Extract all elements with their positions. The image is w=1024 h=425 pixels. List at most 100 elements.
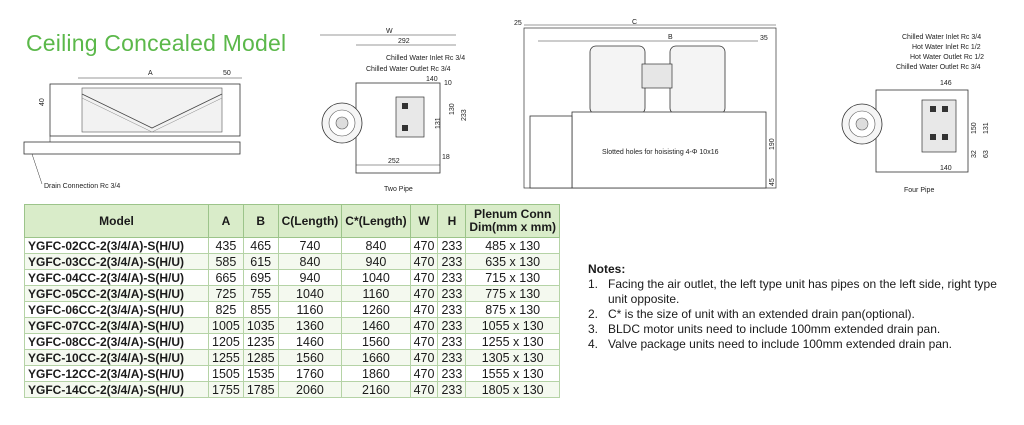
- dim-140-label: 140: [426, 76, 438, 83]
- cell-model: YGFC-02CC-2(3/4/A)-S(H/U): [24, 237, 209, 254]
- cell-c: 1360: [277, 317, 343, 334]
- note-item: 4.Valve package units need to include 10…: [588, 337, 1008, 352]
- cell-b: 1785: [242, 381, 279, 398]
- note-item: 1. Facing the air outlet, the left type u…: [588, 277, 1008, 307]
- top-view-drawing: 25 C B 35 Slotted holes for hoisisting 4…: [514, 19, 777, 189]
- cell-cstar: 1040: [341, 269, 411, 286]
- cell-b: 1285: [242, 349, 279, 366]
- header-plenum-line2: Dim(mm x mm): [469, 220, 557, 234]
- cell-plenum: 635 x 130: [465, 253, 561, 270]
- cell-a: 665: [208, 269, 244, 286]
- cell-w: 470: [409, 237, 439, 254]
- cell-c: 2060: [277, 381, 343, 398]
- cell-b: 1535: [242, 365, 279, 382]
- dim-c-label: C: [632, 19, 637, 26]
- four-pipe-caption: Four Pipe: [904, 187, 934, 194]
- notes-section: Notes: 1. Facing the air outlet, the left…: [588, 262, 1008, 352]
- cell-plenum: 1805 x 130: [465, 381, 561, 398]
- note-number: 1.: [588, 277, 599, 291]
- note-item: 2.C* is the size of unit with an extende…: [588, 307, 1008, 322]
- chilled-inlet-label: Chilled Water Inlet Rc 3/4: [386, 55, 465, 62]
- cell-plenum: 715 x 130: [465, 269, 561, 286]
- cell-w: 470: [409, 301, 439, 318]
- dim-b-label: B: [668, 34, 673, 41]
- page-title: Ceiling Concealed Model: [26, 30, 287, 56]
- header-b: B: [242, 204, 279, 238]
- cell-a: 725: [208, 285, 244, 302]
- cell-plenum: 1555 x 130: [465, 365, 561, 382]
- cell-h: 233: [437, 237, 467, 254]
- dim-w-label: W: [386, 28, 393, 35]
- cell-w: 470: [409, 317, 439, 334]
- cell-cstar: 2160: [341, 381, 411, 398]
- cell-plenum: 1305 x 130: [465, 349, 561, 366]
- cell-w: 470: [409, 381, 439, 398]
- note-number: 2.: [588, 307, 599, 321]
- cell-a: 1255: [208, 349, 244, 366]
- cell-w: 470: [409, 253, 439, 270]
- cell-a: 1505: [208, 365, 244, 382]
- cell-plenum: 1055 x 130: [465, 317, 561, 334]
- cell-w: 470: [409, 269, 439, 286]
- dim-233-label: 233: [461, 109, 468, 121]
- chilled-inlet-4p-label: Chilled Water Inlet Rc 3/4: [902, 34, 981, 41]
- cell-cstar: 940: [341, 253, 411, 270]
- cell-h: 233: [437, 349, 467, 366]
- cell-h: 233: [437, 269, 467, 286]
- cell-b: 615: [242, 253, 279, 270]
- cell-model: YGFC-06CC-2(3/4/A)-S(H/U): [24, 301, 209, 318]
- header-cstar: C*(Length): [341, 204, 411, 238]
- dim-146-label: 146: [940, 80, 952, 87]
- header-a: A: [208, 204, 244, 238]
- header-plenum: Plenum Conn Dim(mm x mm): [465, 204, 561, 238]
- note-text: Facing the air outlet, the left type uni…: [608, 277, 997, 306]
- dim-140-4p-label: 140: [940, 165, 952, 172]
- header-h: H: [437, 204, 467, 238]
- hot-outlet-label: Hot Water Outlet Rc 1/2: [910, 54, 984, 61]
- spec-table: Model A B C(Length) C*(Length) W H Plenu…: [24, 204, 561, 398]
- cell-h: 233: [437, 285, 467, 302]
- cell-c: 1560: [277, 349, 343, 366]
- note-number: 3.: [588, 322, 599, 336]
- cell-plenum: 875 x 130: [465, 301, 561, 318]
- cell-c: 940: [277, 269, 343, 286]
- two-pipe-caption: Two Pipe: [384, 186, 413, 193]
- dim-35-label: 35: [760, 35, 768, 42]
- cell-a: 435: [208, 237, 244, 254]
- cell-plenum: 775 x 130: [465, 285, 561, 302]
- dim-25-label: 25: [514, 20, 522, 27]
- cell-cstar: 1660: [341, 349, 411, 366]
- cell-c: 1160: [277, 301, 343, 318]
- dim-292-label: 292: [398, 38, 410, 45]
- cell-cstar: 1160: [341, 285, 411, 302]
- slotted-holes-label: Slotted holes for hoisisting 4-Φ 10x16: [602, 149, 719, 156]
- cell-c: 740: [277, 237, 343, 254]
- cell-model: YGFC-08CC-2(3/4/A)-S(H/U): [24, 333, 209, 350]
- cell-cstar: 1260: [341, 301, 411, 318]
- notes-list: 1. Facing the air outlet, the left type u…: [588, 277, 1008, 352]
- dim-131-4p-label: 131: [983, 122, 990, 134]
- cell-model: YGFC-05CC-2(3/4/A)-S(H/U): [24, 285, 209, 302]
- cell-a: 1205: [208, 333, 244, 350]
- dim-130-label: 130: [449, 103, 456, 115]
- cell-b: 755: [242, 285, 279, 302]
- notes-heading: Notes:: [588, 262, 626, 276]
- dim-150-label: 150: [971, 122, 978, 134]
- cell-cstar: 1560: [341, 333, 411, 350]
- table-header-row: Model A B C(Length) C*(Length) W H Plenu…: [24, 204, 561, 238]
- cell-model: YGFC-12CC-2(3/4/A)-S(H/U): [24, 365, 209, 382]
- cell-c: 1760: [277, 365, 343, 382]
- header-c: C(Length): [277, 204, 343, 238]
- drain-connection-label: Drain Connection Rc 3/4: [44, 183, 120, 190]
- dim-50-label: 50: [223, 70, 231, 77]
- cell-model: YGFC-03CC-2(3/4/A)-S(H/U): [24, 253, 209, 270]
- dim-131-label: 131: [435, 117, 442, 129]
- note-text: Valve package units need to include 100m…: [608, 337, 953, 351]
- cell-model: YGFC-10CC-2(3/4/A)-S(H/U): [24, 349, 209, 366]
- cell-h: 233: [437, 365, 467, 382]
- cell-b: 1035: [242, 317, 279, 334]
- cell-h: 233: [437, 317, 467, 334]
- header-w: W: [409, 204, 439, 238]
